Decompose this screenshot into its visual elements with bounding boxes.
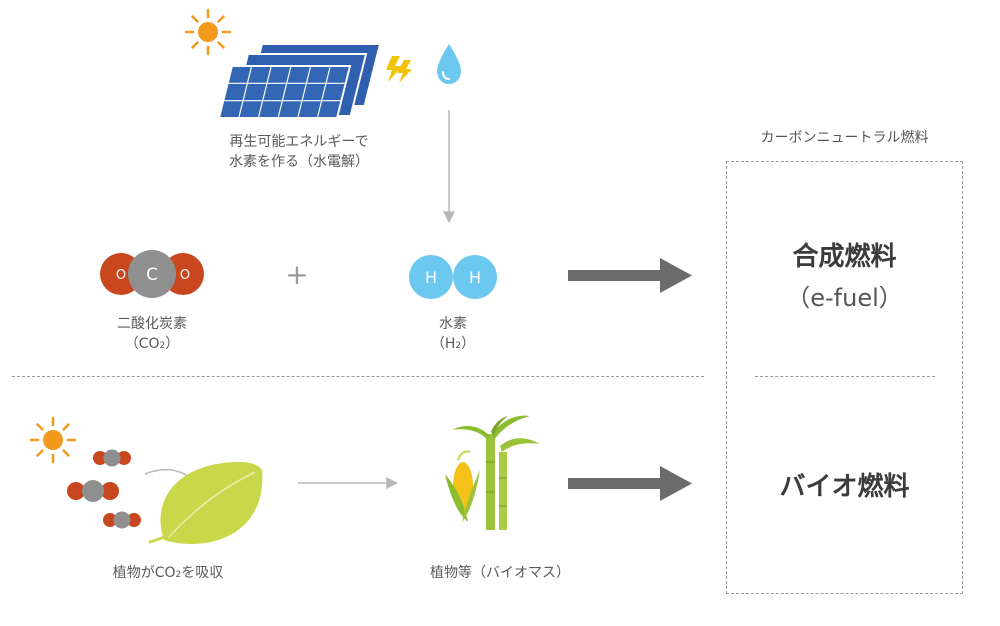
co2-atom-c: C <box>146 265 158 285</box>
h2-label-open: （H <box>430 336 456 352</box>
h2-molecule-icon: H H <box>409 255 497 299</box>
co2-label-sub: 2 <box>159 341 166 351</box>
co2-label-close: ） <box>165 336 180 352</box>
co2-atom-o2: O <box>180 268 190 283</box>
h2-atom-h2: H <box>469 268 481 287</box>
synthetic-fuel-arrow <box>568 258 692 293</box>
h2-label-line1: 水素 <box>439 316 467 332</box>
small-co2-molecule-icon <box>103 511 141 529</box>
lightning-icon <box>386 56 412 83</box>
biomass-label: 植物等（バイオマス） <box>430 565 570 581</box>
co2-atom-o1: O <box>116 268 126 283</box>
co2-label: 二酸化炭素 （CO2） <box>92 314 212 356</box>
co2-label-line1: 二酸化炭素 <box>117 316 187 332</box>
plant-absorb-label-pre: 植物がCO <box>112 565 176 581</box>
bio-fuel-arrow <box>568 466 692 501</box>
plant-absorb-label: 植物がCO2を吸収 <box>78 563 258 585</box>
sun-icon-bottom <box>29 416 77 464</box>
solar-panel-icon <box>217 43 382 119</box>
carbon-neutral-title: カーボンニュートラル燃料 <box>760 130 929 146</box>
synthetic-fuel-label: 合成燃料 <box>792 242 897 272</box>
section-divider <box>12 376 704 377</box>
h2-label-close: ） <box>461 336 476 352</box>
co2-label-open: （CO <box>124 336 160 352</box>
solar-caption-line1: 再生可能エネルギーで <box>229 134 369 150</box>
co2-label-line2: （CO2） <box>92 334 212 356</box>
carbon-neutral-box <box>726 161 963 594</box>
sun-icon <box>184 8 232 56</box>
small-co2-molecule-icon <box>93 449 131 467</box>
h2-label: 水素 （H2） <box>403 314 503 356</box>
plant-absorb-label-sub: 2 <box>175 570 182 580</box>
plant-absorb-label-post: を吸収 <box>181 565 224 581</box>
water-drop-icon <box>437 44 461 84</box>
h2-label-line2: （H2） <box>403 334 503 356</box>
leaf-icon <box>148 462 263 544</box>
box-divider <box>755 376 935 377</box>
h2-label-sub: 2 <box>455 341 462 351</box>
bio-fuel-label: バイオ燃料 <box>779 472 910 502</box>
small-co2-molecule-icon <box>67 480 119 502</box>
biomass-plants-icon <box>445 415 540 530</box>
co2-molecule-icon: O C O <box>100 250 204 298</box>
solar-caption-line2: 水素を作る（水電解） <box>229 154 369 170</box>
plus-sign: + <box>285 258 308 291</box>
synthetic-fuel-en-label: （e-fuel） <box>786 284 903 312</box>
solar-caption: 再生可能エネルギーで 水素を作る（水電解） <box>214 132 384 172</box>
h2-atom-h1: H <box>425 268 437 287</box>
